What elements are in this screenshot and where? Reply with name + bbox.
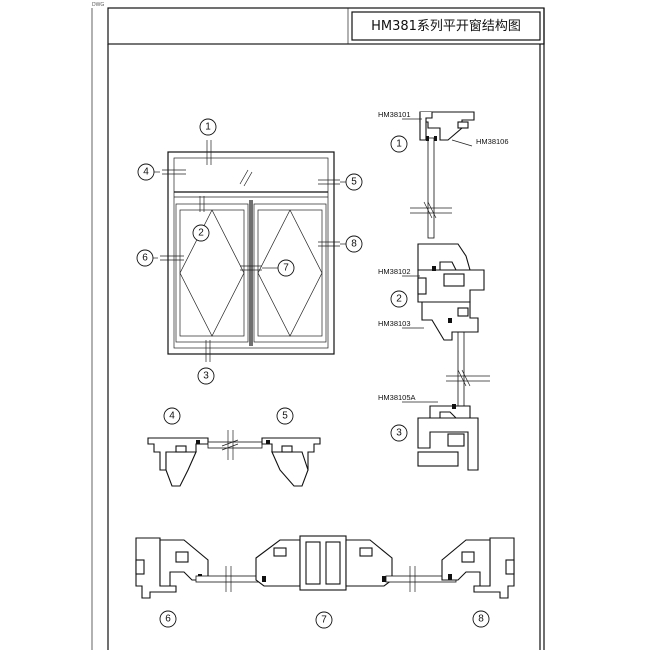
corner-tag: DWG bbox=[92, 2, 104, 8]
callout-6: 6 bbox=[136, 249, 154, 267]
section-number-3: 3 bbox=[390, 424, 408, 442]
svg-text:1: 1 bbox=[396, 139, 402, 150]
callout-2: 2 bbox=[192, 224, 210, 242]
section-number-7: 7 bbox=[315, 611, 333, 629]
svg-text:6: 6 bbox=[165, 614, 171, 625]
profile-code-top-right: HM38106 bbox=[476, 137, 509, 146]
svg-text:8: 8 bbox=[351, 239, 357, 250]
svg-text:6: 6 bbox=[142, 253, 148, 264]
section-6-7-8 bbox=[135, 535, 515, 599]
callout-7: 7 bbox=[277, 259, 295, 277]
section-number-2: 2 bbox=[390, 290, 408, 308]
callout-4: 4 bbox=[137, 163, 155, 181]
svg-text:8: 8 bbox=[478, 614, 484, 625]
svg-text:7: 7 bbox=[321, 615, 327, 626]
svg-text:3: 3 bbox=[396, 428, 402, 439]
section-number-4: 4 bbox=[163, 407, 181, 425]
callout-1: 1 bbox=[199, 118, 217, 136]
title-block: HM381系列平开窗结构图 bbox=[351, 11, 541, 41]
svg-text:3: 3 bbox=[203, 371, 209, 382]
vertical-section bbox=[402, 111, 490, 471]
svg-text:4: 4 bbox=[169, 411, 175, 422]
svg-text:2: 2 bbox=[198, 228, 204, 239]
profile-code-mid-upper: HM38102 bbox=[378, 267, 411, 276]
drawing-title: HM381系列平开窗结构图 bbox=[371, 18, 521, 34]
window-elevation bbox=[152, 140, 346, 362]
callout-3: 3 bbox=[197, 367, 215, 385]
section-4-5 bbox=[147, 430, 321, 487]
callout-8: 8 bbox=[345, 235, 363, 253]
section-number-1: 1 bbox=[390, 135, 408, 153]
svg-text:5: 5 bbox=[282, 411, 288, 422]
svg-text:2: 2 bbox=[396, 294, 402, 305]
section-number-6: 6 bbox=[159, 610, 177, 628]
svg-text:4: 4 bbox=[143, 167, 149, 178]
svg-text:5: 5 bbox=[351, 177, 357, 188]
sheet-border bbox=[91, 7, 545, 650]
section-number-5: 5 bbox=[276, 407, 294, 425]
callout-5: 5 bbox=[345, 173, 363, 191]
profile-code-bottom: HM38105A bbox=[378, 393, 416, 402]
profile-code-top-left: HM38101 bbox=[378, 110, 411, 119]
svg-text:7: 7 bbox=[283, 263, 289, 274]
svg-text:1: 1 bbox=[205, 122, 211, 133]
profile-code-mid-lower: HM38103 bbox=[378, 319, 411, 328]
section-number-8: 8 bbox=[472, 610, 490, 628]
